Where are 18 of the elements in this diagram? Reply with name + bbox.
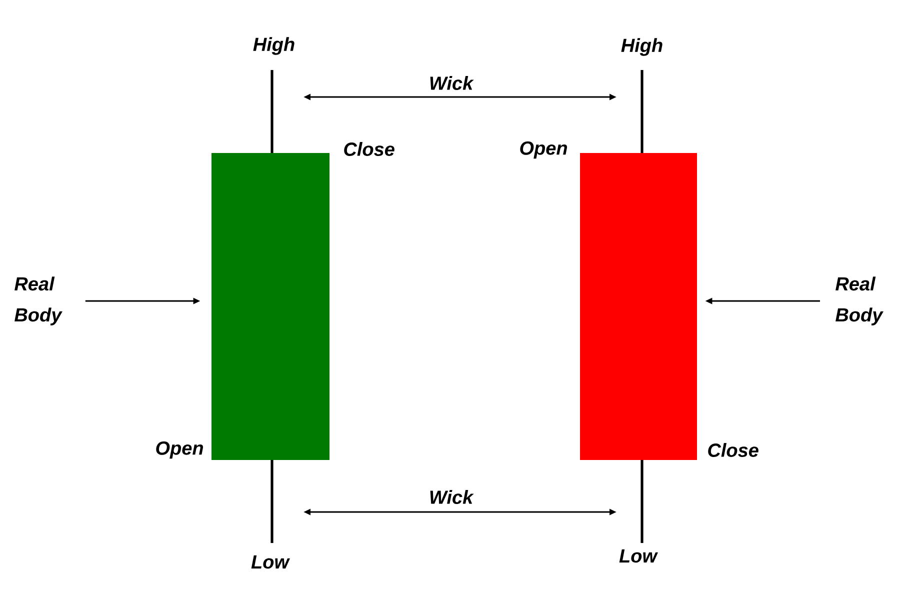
edge-label: Wick: [430, 490, 474, 504]
price-label: Close: [708, 443, 758, 457]
callout-text: Real Body: [836, 276, 884, 326]
wick-line: [640, 70, 644, 153]
candle-body: [580, 153, 697, 460]
price-label: Low: [251, 555, 290, 569]
wick-line: [640, 460, 644, 543]
callout-text: Real Body: [14, 276, 62, 326]
wick-line: [270, 460, 274, 543]
price-label: High: [621, 38, 662, 56]
edge-label: Wick: [430, 76, 474, 90]
candle-body: [212, 153, 330, 460]
price-label: Close: [344, 142, 394, 156]
price-label: Open: [156, 441, 203, 459]
price-label: High: [253, 37, 294, 55]
wick-line: [270, 70, 274, 153]
price-label: Low: [619, 549, 658, 563]
price-label: Open: [520, 141, 567, 159]
